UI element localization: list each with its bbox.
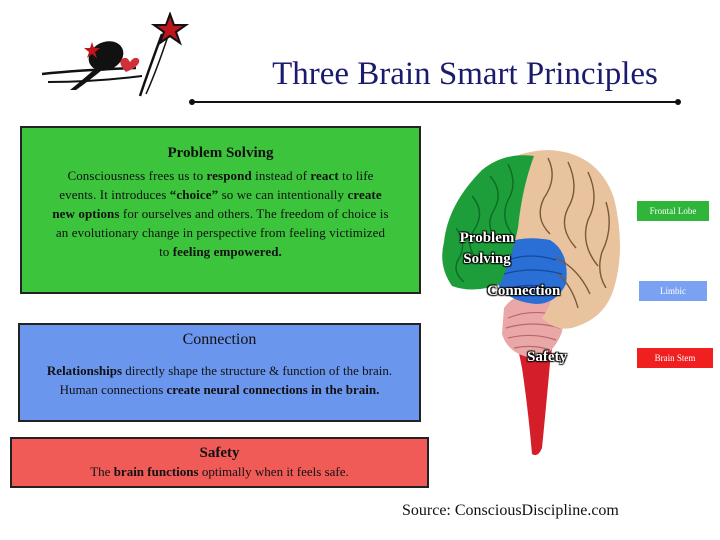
brain-stem-tag: Brain Stem (637, 348, 713, 368)
source-credit: Source: ConsciousDiscipline.com (402, 502, 619, 519)
connection-text: Relationships directly shape the structu… (46, 363, 393, 397)
brain-label-safety: Safety (527, 349, 567, 365)
brain-illustration (442, 150, 620, 456)
safety-box: Safety The brain functions optimally whe… (10, 437, 429, 488)
logo-icon (41, 12, 190, 97)
problem-solving-box: Problem Solving Consciousness frees us t… (20, 126, 421, 294)
limbic-tag: Limbic (639, 281, 707, 301)
frontal-lobe-region (442, 155, 534, 290)
connection-box: Connection Relationships directly shape … (18, 323, 421, 422)
problem-solving-text: Consciousness frees us to respond instea… (52, 168, 389, 259)
safety-heading: Safety (199, 445, 240, 461)
title-underline (189, 99, 681, 105)
brain-label-problem-solving: Problem Solving (459, 230, 515, 267)
safety-text: The brain functions optimally when it fe… (90, 464, 349, 479)
connection-heading: Connection (182, 331, 257, 348)
page-title: Three Brain Smart Principles (272, 56, 658, 92)
frontal-lobe-tag: Frontal Lobe (637, 201, 709, 221)
brain-label-connection: Connection (487, 283, 561, 299)
problem-solving-heading: Problem Solving (167, 145, 274, 161)
